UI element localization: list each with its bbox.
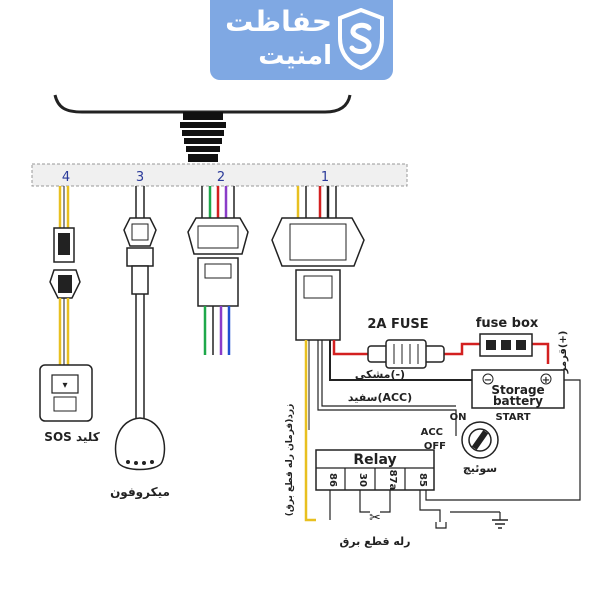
yellow-wire-label: زرد(فرمان رله قطع برق) xyxy=(285,404,295,517)
battery-label-line1: Storage xyxy=(491,383,544,397)
scissors-icon: ✂ xyxy=(369,510,381,526)
device-housing xyxy=(53,94,352,114)
connector-3-microphone xyxy=(114,186,166,471)
red-wire-label: قرمز(+) xyxy=(558,331,569,375)
battery-label-line2: battery xyxy=(493,394,543,408)
switch-on-label: ON xyxy=(450,412,467,423)
white-wire-label: سفید(ACC) xyxy=(348,391,412,404)
switch-name-label: سوئیچ xyxy=(463,462,497,475)
battery-plus: + xyxy=(542,375,550,386)
logo-text-line2: امنیت xyxy=(258,41,332,71)
battery-icon xyxy=(471,369,565,409)
cable-gland xyxy=(180,112,226,162)
sos-label: SOS کلید xyxy=(44,430,99,444)
relay-pin-86: 86 xyxy=(327,473,338,487)
relay-caption: رله قطع برق xyxy=(339,535,410,548)
shield-s-icon xyxy=(338,8,384,70)
connector-number-3: 3 xyxy=(136,170,144,185)
relay-pin-85: 85 xyxy=(417,473,428,487)
microphone-icon xyxy=(114,417,166,471)
switch-start-label: START xyxy=(495,412,530,423)
fuse-icon xyxy=(367,339,445,369)
connector-number-4: 4 xyxy=(62,170,70,185)
battery-minus: − xyxy=(484,375,492,386)
fuse-label: 2A FUSE xyxy=(367,317,428,332)
logo-text-line1: حفاظت xyxy=(225,5,332,38)
fuse-box-label: fuse box xyxy=(476,316,539,331)
connector-number-2: 2 xyxy=(217,170,225,185)
relay-pin-87a: 87a xyxy=(387,470,398,491)
connector-1-power xyxy=(271,186,365,341)
ignition-switch-icon xyxy=(461,421,499,459)
connector-4-sos: ▾ xyxy=(39,186,93,422)
relay-label: Relay xyxy=(353,452,396,468)
relay-pin-30: 30 xyxy=(357,473,368,487)
relay-icon: ✂ xyxy=(315,449,508,529)
connector-strip xyxy=(31,163,408,187)
black-wire-label: مشکی(-) xyxy=(355,368,405,381)
fuse-box-icon xyxy=(479,333,533,357)
connector-2-signal xyxy=(187,186,249,355)
switch-off-label: OFF xyxy=(424,441,446,452)
sos-symbol: ▾ xyxy=(62,380,67,391)
switch-acc-label: ACC xyxy=(421,427,443,438)
power-wires xyxy=(304,340,550,522)
microphone-label: میکروفون xyxy=(110,485,170,500)
battery-to-relay-wire xyxy=(425,379,581,501)
connector-number-1: 1 xyxy=(321,170,329,185)
